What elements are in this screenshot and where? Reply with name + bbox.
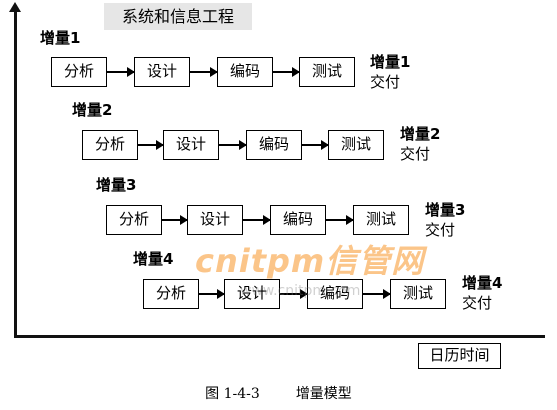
stage-design: 设计 bbox=[224, 279, 280, 309]
stage-testing: 测试 bbox=[353, 205, 409, 235]
delivery-text: 交付 bbox=[400, 145, 431, 163]
watermark-logo: cnitpm信管网 bbox=[195, 242, 425, 280]
stage-testing: 测试 bbox=[390, 279, 446, 309]
delivery-text: 交付 bbox=[425, 221, 456, 239]
delivery-label: 增量1 交付 bbox=[370, 52, 410, 92]
figure-title: 增量模型 bbox=[295, 386, 352, 402]
stage-testing: 测试 bbox=[299, 57, 355, 87]
flow-arrow bbox=[243, 215, 271, 225]
stage-analysis: 分析 bbox=[143, 279, 199, 309]
flow-arrow bbox=[107, 67, 135, 77]
stage-design: 设计 bbox=[163, 130, 219, 160]
stage-analysis: 分析 bbox=[51, 57, 107, 87]
stage-design: 设计 bbox=[187, 205, 243, 235]
time-axis-label: 日历时间 bbox=[418, 343, 501, 369]
stage-analysis: 分析 bbox=[82, 130, 138, 160]
delivery-increment: 增量2 bbox=[400, 125, 441, 143]
flow-arrow bbox=[280, 289, 308, 299]
stage-design: 设计 bbox=[134, 57, 190, 87]
delivery-increment: 增量4 bbox=[462, 274, 503, 292]
flow-arrow bbox=[162, 215, 188, 225]
stage-coding: 编码 bbox=[270, 205, 326, 235]
increment-label: 增量3 bbox=[96, 176, 137, 194]
flow-arrow bbox=[190, 67, 218, 77]
figure-caption: 图 1-4-3 增量模型 bbox=[0, 383, 557, 403]
delivery-increment: 增量1 bbox=[370, 53, 411, 71]
delivery-text: 交付 bbox=[370, 73, 401, 91]
stage-coding: 编码 bbox=[307, 279, 363, 309]
delivery-increment: 增量3 bbox=[425, 201, 466, 219]
flow-arrow bbox=[273, 67, 300, 77]
stage-testing: 测试 bbox=[328, 130, 384, 160]
delivery-label: 增量3 交付 bbox=[425, 200, 465, 240]
stage-coding: 编码 bbox=[246, 130, 302, 160]
delivery-label: 增量2 交付 bbox=[400, 124, 440, 164]
figure-number: 图 1-4-3 bbox=[205, 386, 260, 402]
flow-arrow bbox=[326, 215, 354, 225]
vertical-axis bbox=[14, 8, 17, 338]
delivery-text: 交付 bbox=[462, 294, 493, 312]
delivery-label: 增量4 交付 bbox=[462, 273, 502, 313]
vertical-axis-arrow bbox=[9, 2, 21, 12]
stage-analysis: 分析 bbox=[106, 205, 162, 235]
stage-coding: 编码 bbox=[217, 57, 273, 87]
time-axis bbox=[14, 335, 545, 338]
flow-arrow bbox=[199, 289, 225, 299]
flow-arrow bbox=[138, 140, 164, 150]
increment-label: 增量1 bbox=[40, 29, 81, 47]
flow-arrow bbox=[219, 140, 247, 150]
increment-label: 增量2 bbox=[72, 101, 113, 119]
increment-label: 增量4 bbox=[133, 250, 174, 268]
flow-arrow bbox=[302, 140, 329, 150]
diagram-title: 系统和信息工程 bbox=[104, 3, 252, 30]
flow-arrow bbox=[363, 289, 391, 299]
